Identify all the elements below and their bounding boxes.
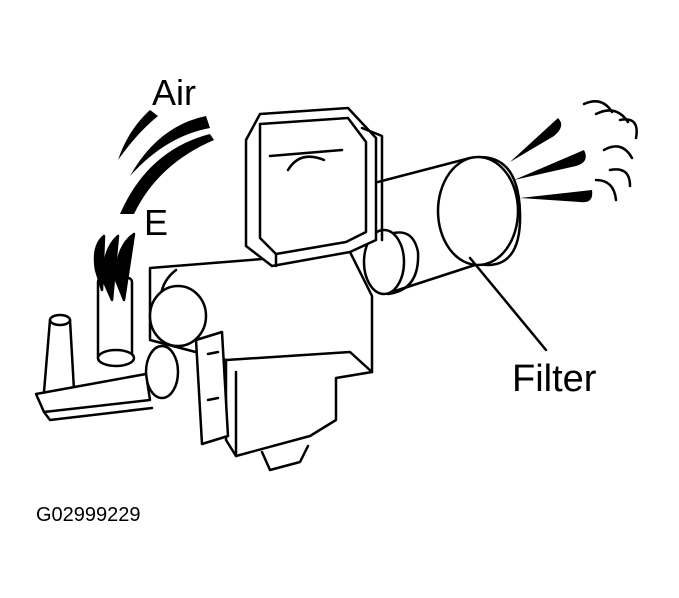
exhaust-port — [93, 232, 136, 368]
vacuum-nipple — [34, 313, 154, 422]
exhaust-port-label: E — [144, 202, 169, 243]
air-label: Air — [152, 72, 196, 113]
filter-leader-line — [468, 256, 548, 352]
filter-canister — [362, 155, 522, 296]
mounting-bracket — [194, 330, 230, 446]
electrical-connector — [244, 106, 384, 268]
filter-label: Filter — [512, 358, 597, 400]
curved-arrow-icon — [118, 110, 214, 214]
valve-body — [148, 250, 374, 472]
figure-id-label: G02999229 — [36, 504, 141, 526]
port-ring — [144, 284, 208, 400]
air-puff-icon — [510, 100, 638, 203]
